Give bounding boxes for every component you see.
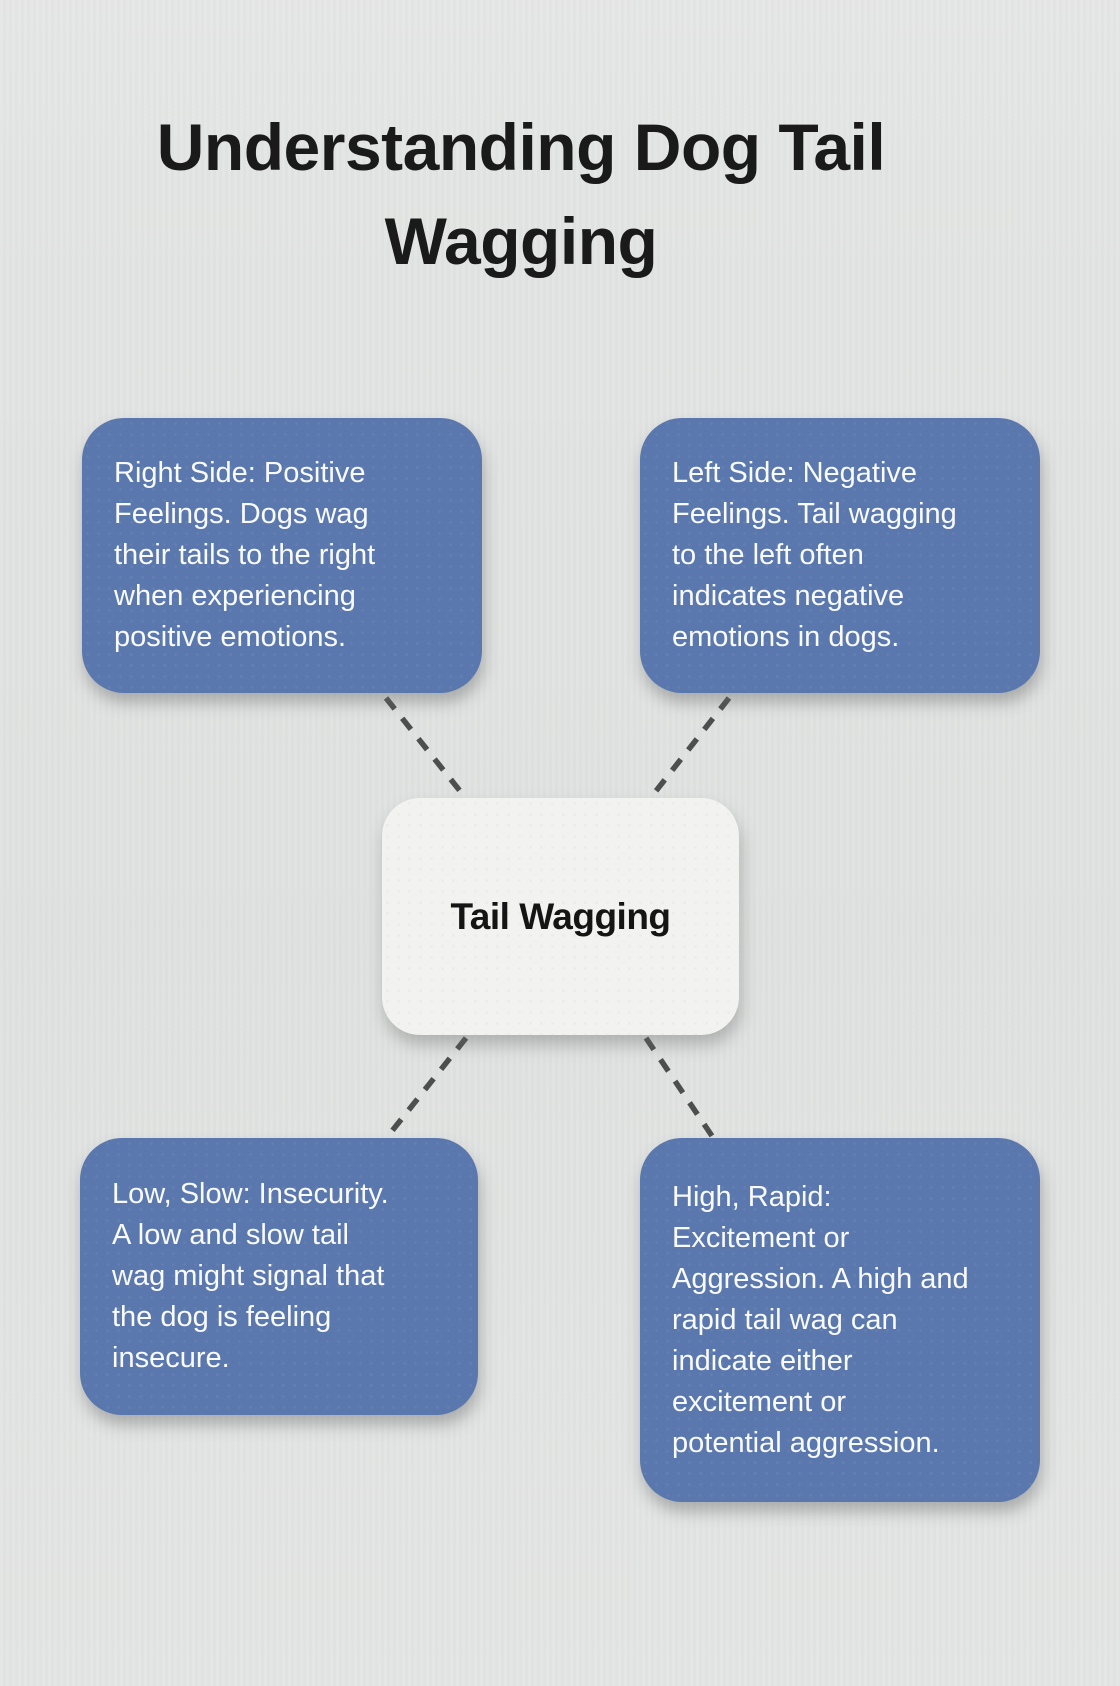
branch-node-bottom-left: Low, Slow: Insecurity. A low and slow ta… <box>80 1138 478 1415</box>
connector-top-left-line <box>383 696 467 798</box>
branch-node-top-left: Right Side: Positive Feelings. Dogs wag … <box>82 418 482 693</box>
branch-node-top-right: Left Side: Negative Feelings. Tail waggi… <box>640 418 1040 693</box>
page-title: Understanding Dog Tail Wagging <box>156 110 886 278</box>
branch-text-bottom-left: Low, Slow: Insecurity. A low and slow ta… <box>112 1178 389 1374</box>
center-node-label: Tail Wagging <box>450 895 671 937</box>
connector-bottom-left-line <box>385 1036 469 1138</box>
branch-text-top-right: Left Side: Negative Feelings. Tail waggi… <box>672 457 957 653</box>
connector-bottom-right-line <box>643 1036 715 1138</box>
center-node: Tail Wagging <box>382 798 739 1035</box>
branch-text-top-left: Right Side: Positive Feelings. Dogs wag … <box>114 457 376 653</box>
connector-top-right-line <box>649 696 732 798</box>
branch-text-bottom-right: High, Rapid: Excitement or Aggression. A… <box>672 1180 969 1459</box>
branch-node-bottom-right: High, Rapid: Excitement or Aggression. A… <box>640 1138 1040 1502</box>
